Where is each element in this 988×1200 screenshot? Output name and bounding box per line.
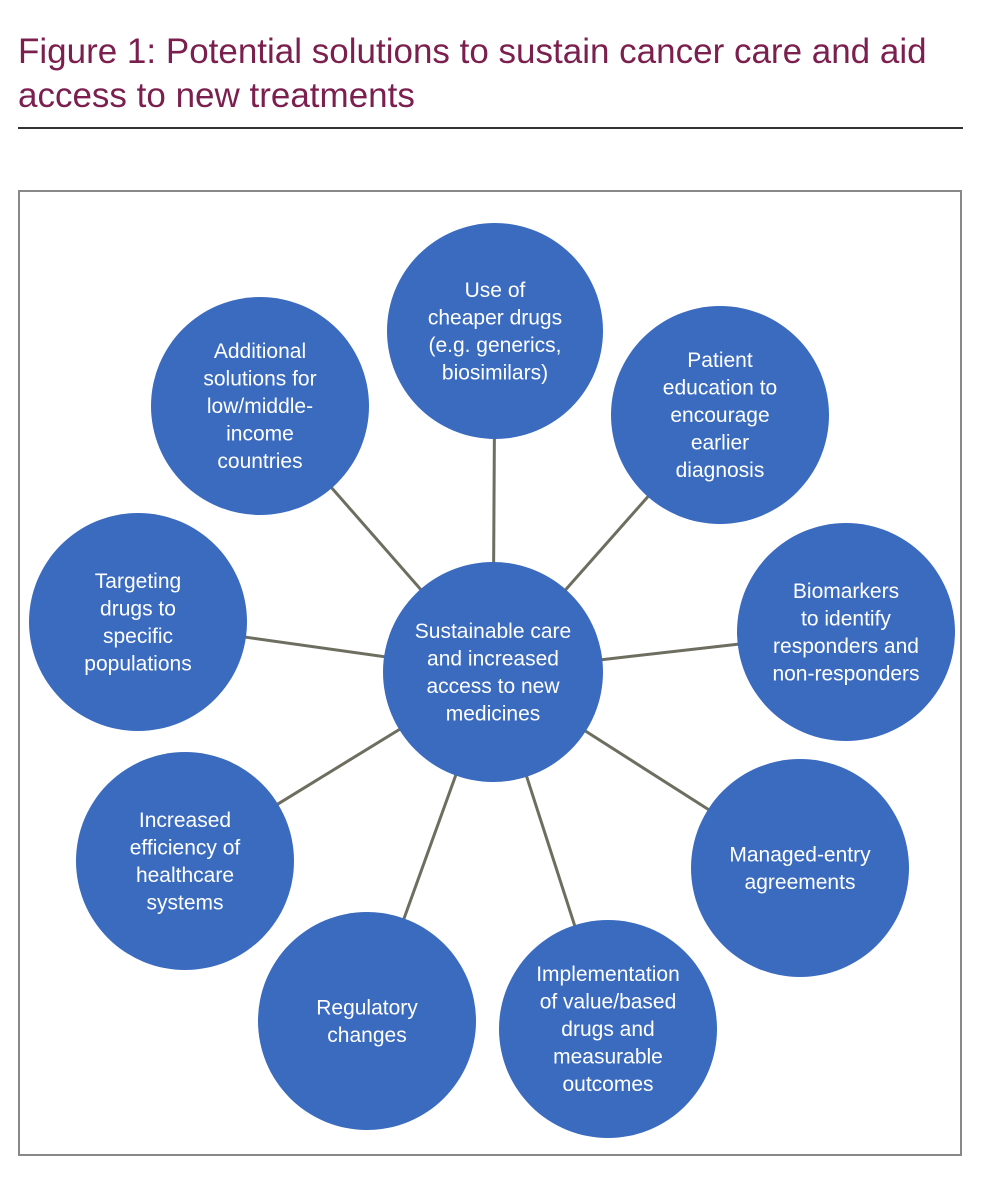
node-label-line: Biomarkers [793, 580, 899, 603]
node-label-line: biosimilars) [442, 361, 548, 384]
node-label-line: education to [663, 377, 777, 400]
node-low-middle-income: Additional solutions for low/middle-income… [151, 297, 369, 515]
connector-value-based [524, 774, 577, 928]
node-label-line: medicines [446, 702, 541, 725]
node-label-line: Managed-entry [729, 843, 871, 866]
connectors [243, 436, 740, 928]
node-label-line: to identify [801, 607, 891, 630]
node-label-line: agreements [745, 871, 856, 894]
title-divider [18, 127, 963, 129]
node-label-line: efficiency of [130, 836, 241, 859]
node-biomarkers: Biomarkers to identify responders and non-r… [737, 523, 955, 741]
node-label-line: responders and [773, 635, 919, 658]
node-circle [499, 920, 717, 1138]
node-label-line: solutions for [203, 368, 316, 391]
node-circle [383, 562, 603, 782]
node-label-line: systems [146, 891, 223, 914]
node-circle [387, 223, 603, 439]
hub-spoke-diagram: Use of cheaper drugs (e.g. generics, biosim… [29, 223, 955, 1138]
node-circle [691, 759, 909, 977]
node-label-line: earlier [691, 432, 749, 455]
node-circle [29, 513, 247, 731]
node-label-line: diagnosis [676, 459, 765, 482]
figure-title: Figure 1: Potential solutions to sustain… [18, 32, 927, 115]
connector-cheaper-drugs [492, 436, 496, 565]
node-label-line: measurable [553, 1046, 663, 1069]
node-label-line: outcomes [562, 1073, 653, 1096]
node-circle [151, 297, 369, 515]
node-value-based: Implementation of value/based drugs and mea… [499, 920, 717, 1138]
connector-healthcare-efficiency [275, 727, 402, 807]
connector-low-middle-income [329, 485, 423, 592]
node-label-line: Use of [465, 279, 526, 302]
node-label-line: Additional [214, 340, 306, 363]
nodes: Use of cheaper drugs (e.g. generics, biosim… [29, 223, 955, 1138]
node-cheaper-drugs: Use of cheaper drugs (e.g. generics, biosim… [387, 223, 603, 439]
node-circle [611, 306, 829, 524]
node-label-line: income [226, 423, 294, 446]
connector-managed-entry [583, 728, 711, 812]
connector-targeting-drugs [243, 635, 387, 659]
node-label-line: drugs and [561, 1018, 654, 1041]
node-label-line: non-responders [772, 662, 919, 685]
connector-patient-education [563, 494, 651, 593]
node-center: Sustainable care and increased access to n… [383, 562, 603, 782]
node-circle [76, 752, 294, 970]
node-label-line: Patient [687, 349, 753, 372]
node-targeting-drugs: Targeting drugs to specific populations [29, 513, 247, 731]
node-label-line: of value/based [540, 991, 677, 1014]
node-circle [258, 912, 476, 1130]
node-label-line: healthcare [136, 864, 234, 887]
node-label-line: Sustainable care [415, 620, 571, 643]
node-label-line: Regulatory [316, 996, 418, 1019]
node-label-line: low/middle- [207, 395, 313, 418]
node-label-line: drugs to [100, 597, 176, 620]
node-regulatory: Regulatory changes [258, 912, 476, 1130]
node-label-line: and increased [427, 647, 559, 670]
node-label-line: cheaper drugs [428, 306, 562, 329]
node-label-line: populations [84, 652, 191, 675]
node-label-line: Increased [139, 809, 231, 832]
node-label-line: (e.g. generics, [428, 334, 561, 357]
node-healthcare-efficiency: Increased efficiency of healthcare systems [76, 752, 294, 970]
node-managed-entry: Managed-entry agreements [691, 759, 909, 977]
node-patient-education: Patient education to encourage earlier diagn… [611, 306, 829, 524]
node-label-line: encourage [670, 404, 769, 427]
node-label-line: Implementation [536, 963, 680, 986]
diagram-frame: Use of cheaper drugs (e.g. generics, biosim… [18, 190, 962, 1156]
node-label-line: changes [327, 1024, 406, 1047]
connector-regulatory [401, 773, 458, 921]
connector-biomarkers [600, 642, 740, 662]
node-label-line: countries [217, 450, 302, 473]
node-label-line: specific [103, 625, 173, 648]
node-label-line: Targeting [95, 570, 181, 593]
node-circle [737, 523, 955, 741]
node-label-line: access to new [426, 675, 560, 698]
